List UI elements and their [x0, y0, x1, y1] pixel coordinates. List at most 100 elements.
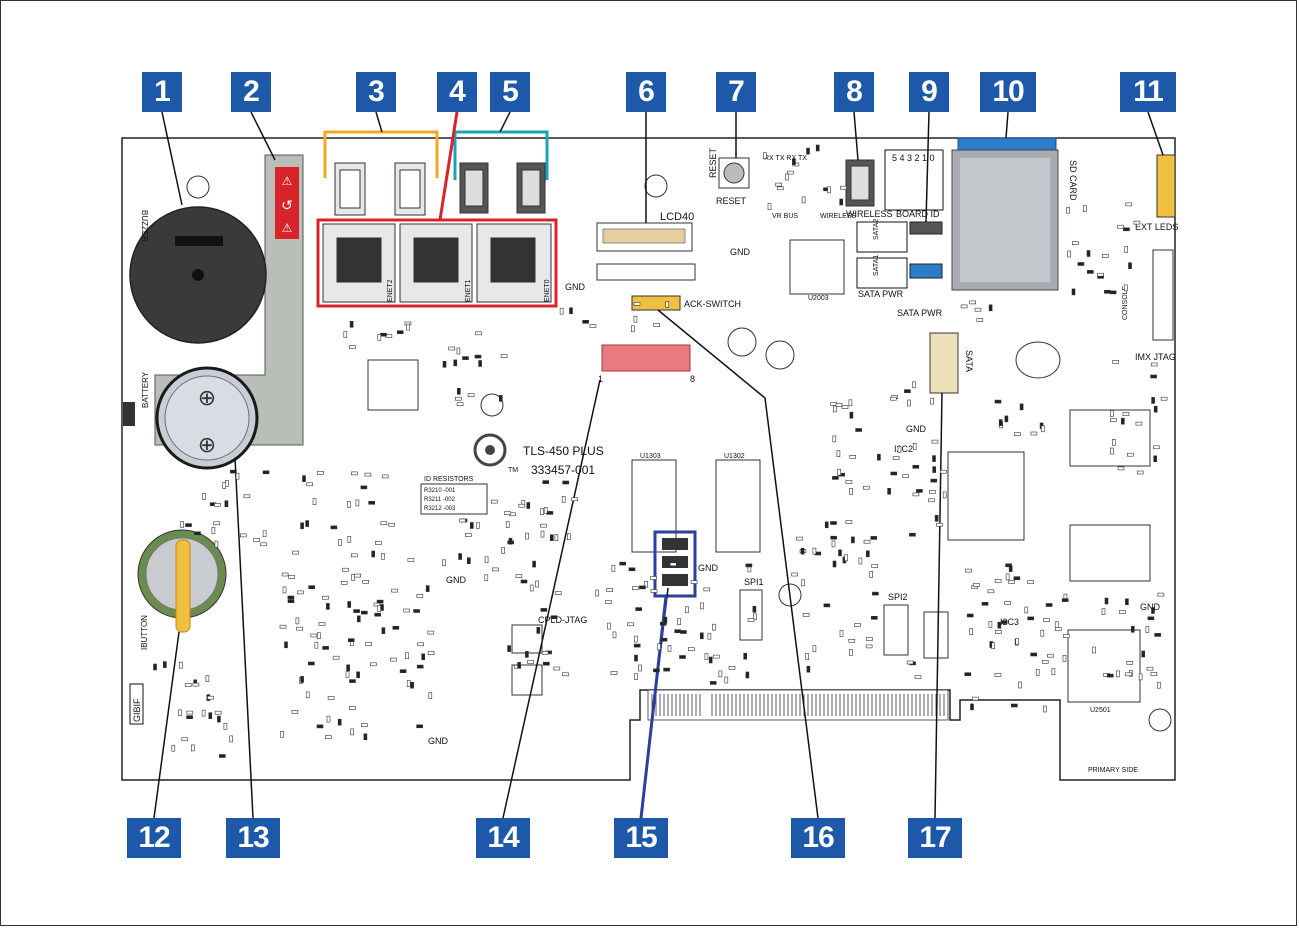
smd-pad [841, 405, 849, 409]
smd-pad [306, 482, 314, 487]
callout-14: 14 [476, 818, 530, 858]
smd-pad [838, 549, 842, 557]
callout-7: 7 [716, 72, 756, 112]
header-connectors [459, 162, 546, 214]
smd-pad [743, 652, 748, 660]
smd-pad [571, 497, 579, 502]
smd-pad [728, 665, 736, 670]
smd-pad [562, 672, 569, 677]
smd-pad [930, 478, 938, 483]
callout-10: 10 [980, 72, 1036, 112]
smd-pad [1008, 565, 1013, 572]
smd-pad [332, 655, 340, 660]
usb-highlight [323, 130, 439, 178]
smd-pad [345, 671, 350, 678]
smd-pad [1041, 659, 1049, 664]
smd-pad [964, 672, 972, 677]
smd-pad [866, 637, 873, 641]
smd-pad [535, 580, 539, 588]
smd-pad [960, 304, 968, 309]
smd-pad [849, 411, 854, 419]
smd-pad [476, 522, 480, 529]
ext-leds-header [1156, 154, 1176, 218]
smd-pad [326, 715, 331, 723]
reset-button [718, 157, 750, 189]
battery-label: BATTERY [141, 371, 150, 408]
smd-pad [942, 491, 947, 499]
wireless-connector [845, 159, 875, 207]
smd-pad [865, 550, 870, 558]
smd-pad [928, 498, 935, 503]
smd-pad [542, 661, 550, 666]
smd-pad [1054, 621, 1059, 628]
smd-pad [441, 559, 446, 567]
smd-pad [700, 602, 704, 610]
smd-pad [1092, 646, 1096, 654]
smd-pad [871, 564, 879, 568]
smd-pad [525, 532, 529, 540]
smd-pad [630, 325, 635, 333]
smd-pad [685, 606, 689, 614]
smd-pad [186, 710, 194, 715]
smd-pad [453, 359, 458, 367]
smd-pad [909, 532, 916, 537]
smd-pad [1151, 607, 1155, 614]
smd-pad [171, 744, 176, 752]
svg-text:⊕: ⊕ [198, 386, 216, 411]
smd-pad [396, 330, 404, 335]
sata-power-jumpers [909, 221, 943, 279]
smd-pad [633, 643, 641, 648]
smd-pad [635, 607, 643, 611]
smd-pad [973, 583, 980, 587]
smd-pad [554, 534, 559, 542]
console-label: CONSOLE [1122, 285, 1129, 320]
smd-pad [427, 630, 435, 635]
smd-pad [240, 533, 247, 538]
sata-pwr-label: SATA PWR [858, 289, 904, 299]
smd-pad [515, 574, 523, 579]
smd-pad [677, 618, 681, 625]
smd-pad [972, 696, 979, 701]
smd-pad [595, 589, 600, 597]
dip-switch [601, 344, 691, 372]
smd-pad [839, 630, 844, 637]
smd-pad [849, 487, 853, 495]
smd-pad [305, 520, 310, 527]
dip-label-1: 1 [598, 374, 603, 384]
smd-pad [292, 550, 299, 555]
smd-pad [425, 585, 430, 592]
smd-pad [287, 595, 295, 600]
smd-pad [501, 547, 505, 554]
smd-pad [314, 641, 319, 649]
imx-jtag-label: IMX JTAG [1135, 352, 1176, 362]
smd-pad [163, 661, 167, 668]
smd-pad [1126, 660, 1134, 665]
mounting-bracket [154, 154, 304, 446]
smd-pad [484, 574, 489, 582]
lcd40-label: LCD40 [660, 211, 694, 223]
buzzer [129, 206, 267, 344]
smd-pad [837, 468, 842, 476]
smd-pad [505, 521, 510, 528]
spi1-label: SPI1 [744, 577, 764, 587]
smd-pad [349, 679, 356, 683]
smd-pad [350, 728, 354, 736]
wireless-label-2: WIRELESS [820, 213, 857, 220]
smd-pad [353, 609, 360, 613]
callout-2: 2 [231, 72, 271, 112]
smd-pad [633, 315, 638, 323]
enet1-label: ENET1 [465, 279, 472, 302]
smd-pad [1071, 288, 1076, 296]
smd-pad [428, 692, 433, 699]
callout-1: 1 [142, 72, 182, 112]
smd-pad [448, 346, 456, 351]
id-r1: R3210 -001 [424, 488, 456, 494]
smd-pad [347, 535, 352, 543]
smd-pad [517, 661, 521, 669]
smd-pad [1101, 608, 1106, 615]
smd-pad [526, 502, 531, 509]
smd-pad [518, 503, 526, 508]
smd-pad [1153, 455, 1157, 463]
smd-pad [1004, 415, 1009, 423]
